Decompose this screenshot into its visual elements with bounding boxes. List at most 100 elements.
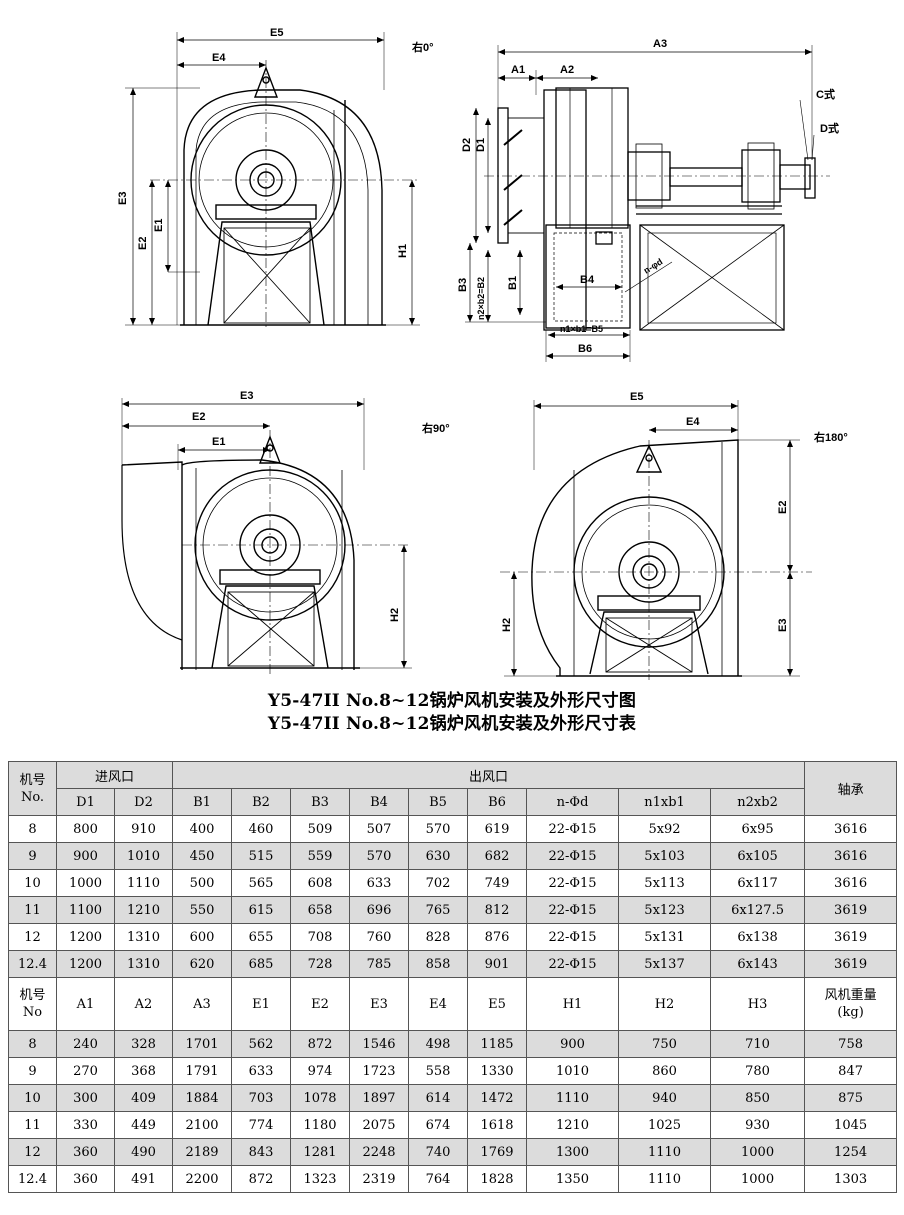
table-cell: 1010 bbox=[526, 1057, 620, 1085]
table-cell: 710 bbox=[710, 1030, 806, 1058]
table-cell: 600 bbox=[172, 923, 233, 951]
table-cell: 240 bbox=[56, 1030, 115, 1058]
table-cell: 570 bbox=[349, 842, 410, 870]
table-cell: 3616 bbox=[804, 842, 898, 870]
table-cell: 1000 bbox=[56, 869, 115, 897]
table-cell: 6x105 bbox=[710, 842, 806, 870]
table-cell: 1618 bbox=[467, 1111, 528, 1139]
table-cell: 780 bbox=[710, 1057, 806, 1085]
table-cell: 940 bbox=[618, 1084, 712, 1112]
table-cell: 728 bbox=[290, 950, 351, 978]
table-cell: 1546 bbox=[349, 1030, 410, 1058]
table-cell: 22-Φ15 bbox=[526, 923, 620, 951]
table-cell: 1000 bbox=[710, 1165, 806, 1193]
table-cell: 360 bbox=[56, 1165, 115, 1193]
table-cell: 702 bbox=[408, 869, 469, 897]
table-cell: 22-Φ15 bbox=[526, 950, 620, 978]
table-cell: 850 bbox=[710, 1084, 806, 1112]
table-cell: 1110 bbox=[618, 1138, 712, 1166]
table-cell: 1310 bbox=[113, 950, 174, 978]
header-cell: E4 bbox=[408, 977, 469, 1031]
table-cell: 500 bbox=[172, 869, 233, 897]
table-cell: 12.4 bbox=[8, 1165, 57, 1193]
table-title: Y5-47II No.8~12锅炉风机安装及外形尺寸表 bbox=[267, 714, 637, 734]
table-cell: 22-Φ15 bbox=[526, 896, 620, 924]
dim-label-e1-90: E1 bbox=[212, 436, 225, 448]
figure-title: Y5-47II No.8~12锅炉风机安装及外形尺寸图 bbox=[267, 691, 637, 711]
table-cell: 847 bbox=[804, 1057, 898, 1085]
table-cell: 1200 bbox=[56, 950, 115, 978]
header-inlet: 进风口 bbox=[55, 761, 174, 789]
header-cell: n-Φd bbox=[526, 788, 620, 816]
table-cell: 655 bbox=[231, 923, 292, 951]
dim-label-e5: E5 bbox=[270, 27, 283, 39]
table-cell: 515 bbox=[231, 842, 292, 870]
header-cell: A1 bbox=[56, 977, 115, 1031]
orientation-right-90: 右90° bbox=[421, 421, 450, 435]
table-cell: 900 bbox=[526, 1030, 620, 1058]
table-cell: 10 bbox=[8, 869, 57, 897]
table-cell: 2100 bbox=[172, 1111, 233, 1139]
table-cell: 1200 bbox=[56, 923, 115, 951]
table-cell: 6x127.5 bbox=[710, 896, 806, 924]
table-cell: 3619 bbox=[804, 950, 898, 978]
table-cell: 3616 bbox=[804, 869, 898, 897]
header-cell: D1 bbox=[56, 788, 115, 816]
table-cell: 2075 bbox=[349, 1111, 410, 1139]
table-cell: 11 bbox=[8, 1111, 57, 1139]
table-cell: 1100 bbox=[56, 896, 115, 924]
table-cell: 9 bbox=[8, 1057, 57, 1085]
table-cell: 565 bbox=[231, 869, 292, 897]
header-cell: B2 bbox=[231, 788, 292, 816]
table-cell: 740 bbox=[408, 1138, 469, 1166]
header-cell: B3 bbox=[290, 788, 351, 816]
table-cell: 498 bbox=[408, 1030, 469, 1058]
table-cell: 901 bbox=[467, 950, 528, 978]
table-cell: 758 bbox=[804, 1030, 898, 1058]
table-cell: 5x103 bbox=[618, 842, 712, 870]
table-cell: 785 bbox=[349, 950, 410, 978]
header-cell: n2xb2 bbox=[710, 788, 806, 816]
table-cell: 3619 bbox=[804, 896, 898, 924]
table-cell: 760 bbox=[349, 923, 410, 951]
table-cell: 633 bbox=[231, 1057, 292, 1085]
table-cell: 2319 bbox=[349, 1165, 410, 1193]
header-bearing: 轴承 bbox=[804, 761, 898, 816]
dim-label-d1: D1 bbox=[475, 138, 487, 152]
table-cell: 400 bbox=[172, 815, 233, 843]
table-cell: 5x137 bbox=[618, 950, 712, 978]
dim-label-n-phi-d: n-φd bbox=[642, 256, 665, 275]
table-cell: 658 bbox=[290, 896, 351, 924]
table-cell: 1897 bbox=[349, 1084, 410, 1112]
table-cell: 3619 bbox=[804, 923, 898, 951]
table-cell: 300 bbox=[56, 1084, 115, 1112]
side-view bbox=[465, 45, 830, 362]
table-cell: 860 bbox=[618, 1057, 712, 1085]
table-cell: 872 bbox=[290, 1030, 351, 1058]
dim-label-d2: D2 bbox=[461, 138, 473, 152]
dim-label-h2-180: H2 bbox=[501, 618, 513, 632]
table-cell: 1025 bbox=[618, 1111, 712, 1139]
table-cell: 812 bbox=[467, 896, 528, 924]
view-right-90 bbox=[121, 398, 412, 674]
dim-label-e5-180: E5 bbox=[630, 391, 643, 403]
table-cell: 620 bbox=[172, 950, 233, 978]
header-cell: A2 bbox=[113, 977, 174, 1031]
table-cell: 2200 bbox=[172, 1165, 233, 1193]
table-cell: 490 bbox=[113, 1138, 174, 1166]
table-cell: 450 bbox=[172, 842, 233, 870]
table-cell: 749 bbox=[467, 869, 528, 897]
table-cell: 491 bbox=[113, 1165, 174, 1193]
table-cell: 2189 bbox=[172, 1138, 233, 1166]
dim-label-b6: B6 bbox=[578, 343, 592, 355]
table-cell: 1185 bbox=[467, 1030, 528, 1058]
dim-label-e4-180: E4 bbox=[686, 416, 700, 428]
dim-label-n2b2: n2×b2=B2 bbox=[476, 277, 486, 320]
table-cell: 449 bbox=[113, 1111, 174, 1139]
